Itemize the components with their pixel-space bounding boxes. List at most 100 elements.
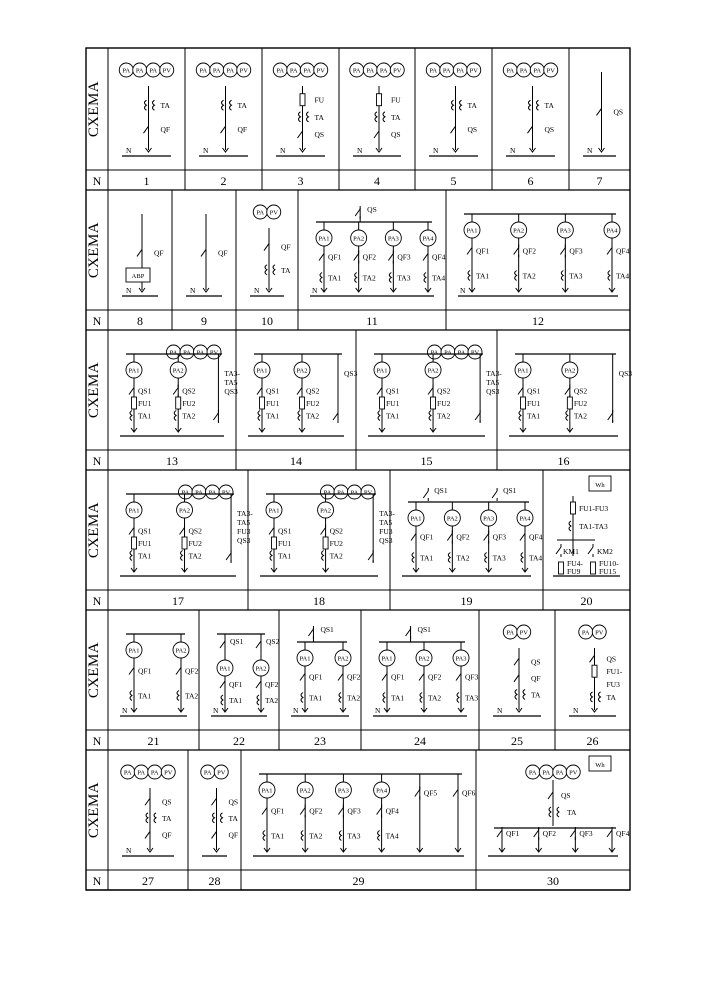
fuse-icon [591, 664, 598, 678]
component-label: QS1 [418, 625, 432, 634]
component-label: FU2 [306, 399, 320, 408]
arrow-icon [454, 847, 462, 853]
fuse-icon [570, 501, 576, 515]
component-label: QS [607, 654, 617, 663]
current-transformer-icon [560, 270, 565, 281]
switch-icon [128, 387, 135, 395]
component-label: QS1 [138, 387, 152, 396]
ammeter-label: PA4 [520, 516, 532, 523]
component-label: TA3- [379, 509, 395, 518]
scheme-number: 5 [451, 174, 457, 188]
switch-icon [513, 247, 520, 255]
ammeter-label: PA2 [300, 788, 311, 795]
arrow-icon [130, 427, 138, 433]
neutral-label: N [573, 706, 579, 715]
current-transformer-icon [568, 520, 572, 532]
meter-label: PA [136, 67, 144, 74]
current-transformer-icon [153, 812, 157, 824]
switch-icon [373, 130, 380, 139]
switch-icon [143, 125, 149, 134]
ammeter-label: PA3 [560, 228, 571, 235]
meter-label: PA [226, 67, 234, 74]
component-label: TA2 [189, 552, 202, 561]
switch-icon [414, 789, 421, 797]
meter-label: PA [195, 489, 203, 496]
component-label: QS3 [237, 536, 251, 545]
meter-label: PA [431, 349, 439, 356]
ammeter-icon [452, 649, 470, 667]
switch-icon [446, 533, 453, 541]
switch-icon [555, 546, 562, 555]
neutral-label: N [293, 706, 299, 715]
switch-icon [367, 552, 374, 561]
energy-meter-icon [588, 475, 612, 492]
component-label: QF3 [493, 533, 507, 542]
arrow-icon [498, 847, 506, 853]
component-label: FU2 [189, 539, 203, 548]
ammeter-label: PA2 [338, 656, 349, 663]
switch-icon [496, 829, 503, 838]
component-label: TA2 [265, 696, 278, 705]
switch-icon [256, 387, 263, 395]
arrow-icon [412, 567, 420, 573]
arrow-icon [298, 427, 306, 433]
component-label: TA1 [476, 272, 489, 281]
switch-icon [607, 412, 614, 421]
fuse-icon [181, 536, 188, 550]
ammeter-label: PA3 [338, 788, 349, 795]
component-label: FU10- [599, 559, 619, 568]
switch-icon [299, 673, 306, 681]
meter-label: PA [351, 489, 359, 496]
component-label: QF1 [229, 680, 243, 689]
ammeter-icon [258, 781, 276, 799]
switch-icon [354, 208, 361, 217]
ammeter-label: PA4 [376, 788, 388, 795]
component-label: FU [391, 96, 401, 105]
component-label: QF4 [616, 247, 630, 256]
ammeter-label: PA2 [447, 516, 458, 523]
component-label: QS1 [266, 387, 280, 396]
meter-icon [360, 484, 376, 500]
switch-icon [513, 674, 520, 683]
component-label: TA [161, 101, 171, 110]
arrow-icon [389, 287, 397, 293]
meter-icon [213, 764, 229, 780]
switch-icon [225, 552, 232, 561]
component-label: QF1 [420, 533, 434, 542]
component-label: QF1 [476, 247, 490, 256]
scheme-header: СХЕМА [86, 81, 102, 137]
component-label: QF4 [432, 253, 446, 262]
ammeter-label: PA2 [428, 368, 439, 375]
switch-icon [255, 680, 262, 689]
component-label: FU3 [237, 527, 251, 536]
component-label: TA5 [224, 378, 237, 387]
ammeter-icon [315, 229, 333, 247]
ammeter-label: PA1 [129, 648, 140, 655]
current-transformer-icon [300, 830, 305, 841]
neutral-label: N [190, 286, 196, 295]
switch-icon [299, 807, 306, 815]
component-label: QF1 [391, 673, 405, 682]
scheme-number: 12 [532, 314, 544, 328]
scheme-cell-29: 29PA1QF1TA1PA2QF2TA2PA3QF3TA3PA4QF4TA4QF… [253, 773, 476, 888]
current-transformer-icon [256, 694, 260, 706]
component-label: QS [614, 107, 624, 116]
fuse-icon [131, 396, 137, 410]
sheet-frame [85, 47, 631, 891]
current-transformer-icon [377, 830, 381, 841]
switch-icon [332, 412, 339, 421]
current-transformer-icon [212, 812, 216, 824]
current-transformer-icon [272, 264, 276, 276]
switch-icon [387, 253, 394, 261]
meter-label: PA [183, 349, 191, 356]
current-transformer-icon [382, 111, 386, 123]
component-label: QS1 [503, 486, 517, 495]
component-label: QF3 [347, 807, 361, 816]
component-label: QS1 [320, 625, 334, 634]
component-label: TA3 [569, 272, 582, 281]
current-transformer-icon [520, 552, 524, 563]
component-label: FU1 [138, 539, 152, 548]
